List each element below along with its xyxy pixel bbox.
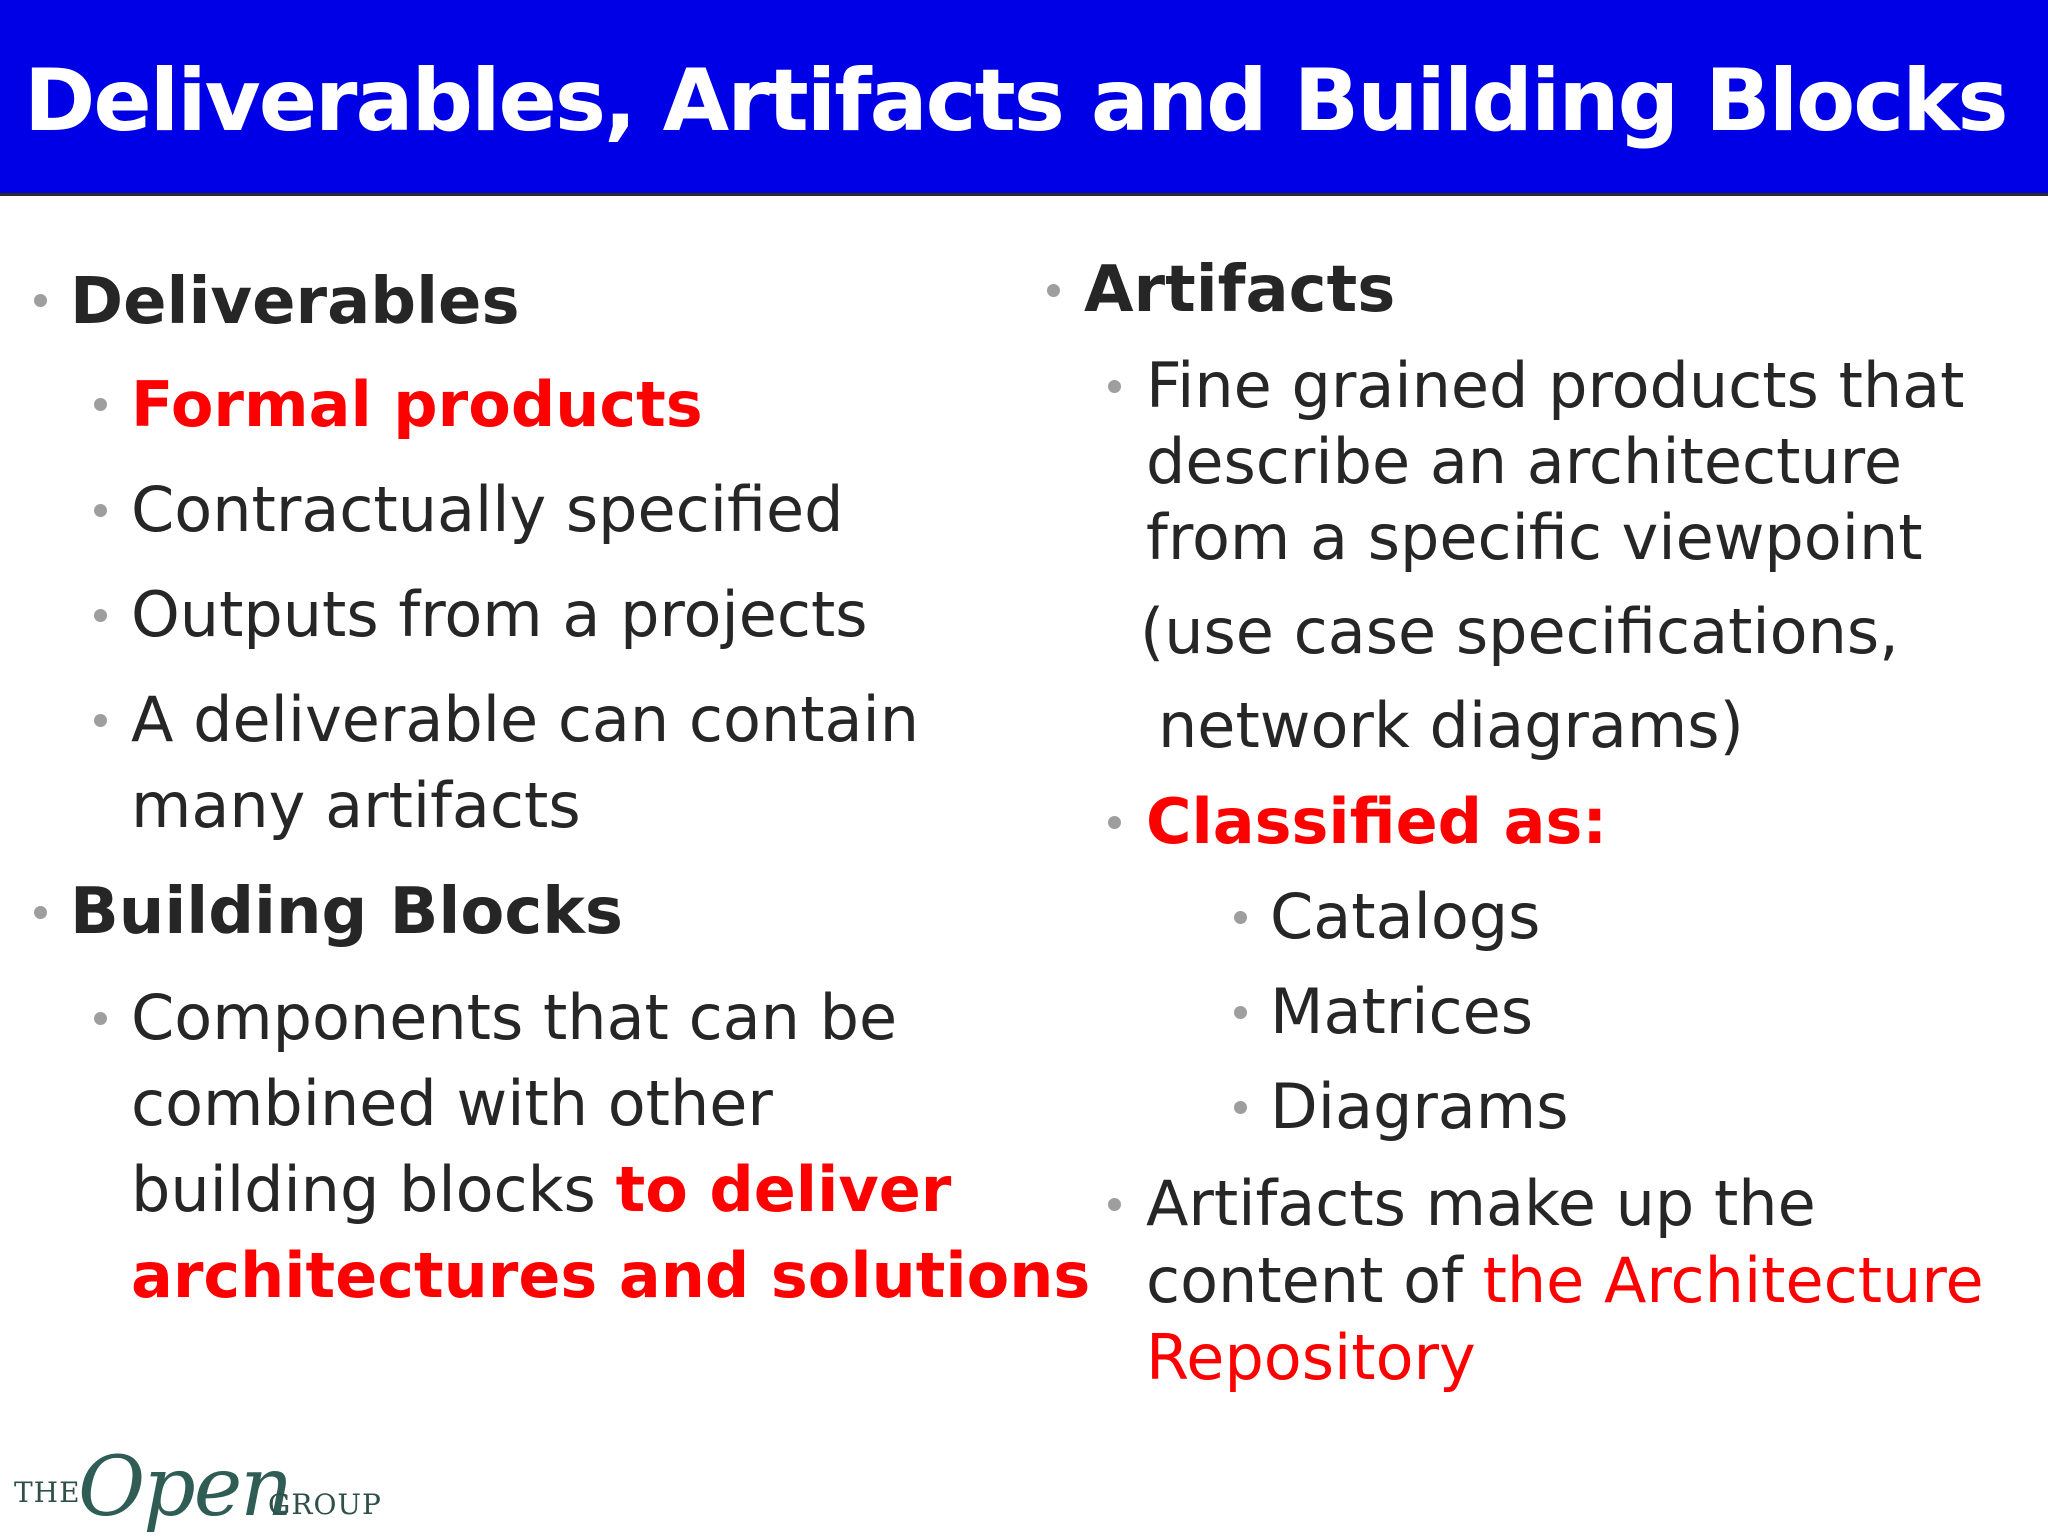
deliverable-item-formal-products: Formal products	[131, 368, 703, 441]
bullet-dot	[1047, 284, 1060, 297]
bullet-dot	[1108, 816, 1121, 829]
bullet-dot	[94, 1012, 107, 1025]
bullet-dot	[1234, 1101, 1247, 1114]
logo-open-text: Open	[78, 1440, 293, 1535]
artifacts-desc-line2: describe an architecture	[1146, 425, 1902, 498]
open-group-logo: THE Open GROUP	[10, 1440, 390, 1536]
class-item-matrices: Matrices	[1270, 975, 1534, 1048]
heading-artifacts: Artifacts	[1084, 253, 1396, 327]
repository-line2: content of the Architecture	[1146, 1241, 1984, 1321]
deliverable-item-contain-line2: many artifacts	[131, 769, 581, 842]
bullet-dot	[1234, 911, 1247, 924]
title-bar: Deliverables, Artifacts and Building Blo…	[0, 0, 2048, 196]
artifacts-desc-line3: from a specific viewpoint	[1146, 501, 1923, 574]
bullet-dot	[34, 294, 47, 307]
artifacts-desc-line5: network diagrams)	[1158, 689, 1744, 762]
bullet-dot	[1108, 1198, 1121, 1211]
building-blocks-emphasis-1: to deliver	[615, 1153, 952, 1226]
classified-as-label: Classified as:	[1146, 785, 1608, 858]
bullet-dot	[34, 906, 47, 919]
repository-line1: Artifacts make up the	[1146, 1167, 1816, 1240]
building-blocks-line3: building blocks to deliver	[131, 1150, 951, 1230]
building-blocks-line1: Components that can be	[131, 981, 898, 1054]
bullet-dot	[94, 714, 107, 727]
logo-the-text: THE	[14, 1476, 81, 1509]
bullet-dot	[94, 398, 107, 411]
deliverable-item-contractually: Contractually specified	[131, 473, 844, 546]
building-blocks-line3-plain: building blocks	[131, 1153, 616, 1226]
building-blocks-line2: combined with other	[131, 1067, 773, 1140]
repository-emphasis-1: the Architecture	[1482, 1244, 1984, 1317]
repository-line2-plain: content of	[1146, 1244, 1483, 1317]
bullet-dot	[94, 609, 107, 622]
slide-title: Deliverables, Artifacts and Building Blo…	[24, 51, 2009, 151]
bullet-dot	[1234, 1006, 1247, 1019]
logo-group-text: GROUP	[268, 1488, 382, 1521]
building-blocks-emphasis-2: architectures and solutions	[131, 1239, 1091, 1312]
heading-building-blocks: Building Blocks	[70, 875, 623, 949]
artifacts-desc-line1: Fine grained products that	[1146, 349, 1965, 422]
class-item-catalogs: Catalogs	[1270, 880, 1541, 953]
deliverable-item-contain-line1: A deliverable can contain	[131, 683, 920, 756]
bullet-dot	[94, 504, 107, 517]
class-item-diagrams: Diagrams	[1270, 1070, 1569, 1143]
artifacts-desc-line4: (use case specifications,	[1140, 595, 1899, 668]
bullet-dot	[1108, 380, 1121, 393]
heading-deliverables: Deliverables	[70, 265, 520, 339]
repository-emphasis-2: Repository	[1146, 1321, 1476, 1394]
deliverable-item-outputs: Outputs from a projects	[131, 578, 868, 651]
